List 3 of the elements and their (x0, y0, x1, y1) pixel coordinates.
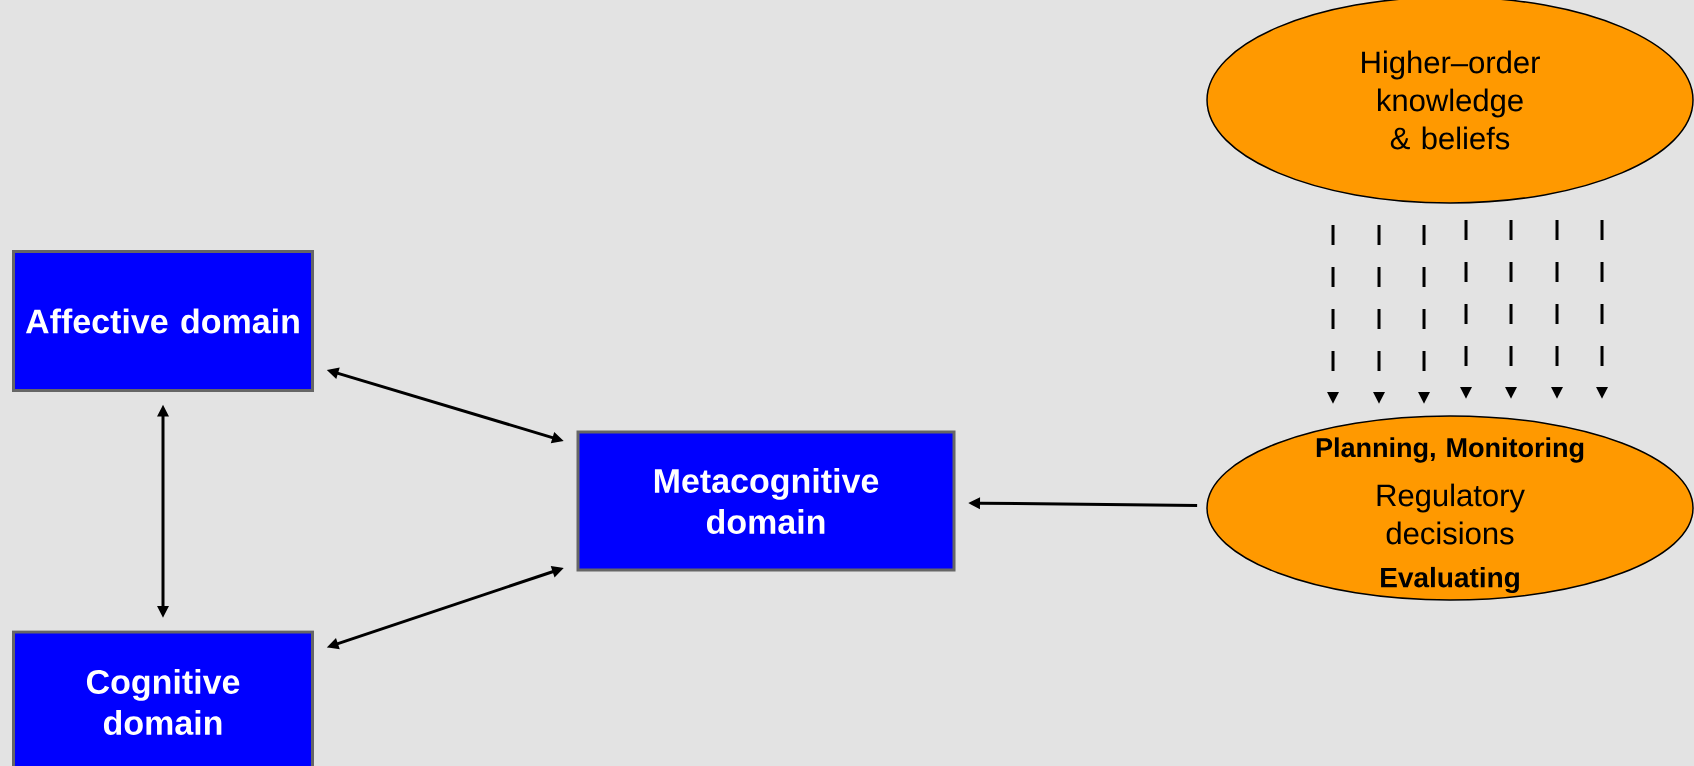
domain-box: Metacognitive domain (576, 430, 956, 572)
domain-box: Affective domain (12, 250, 314, 392)
domain-box: Cognitive domain (12, 630, 314, 766)
